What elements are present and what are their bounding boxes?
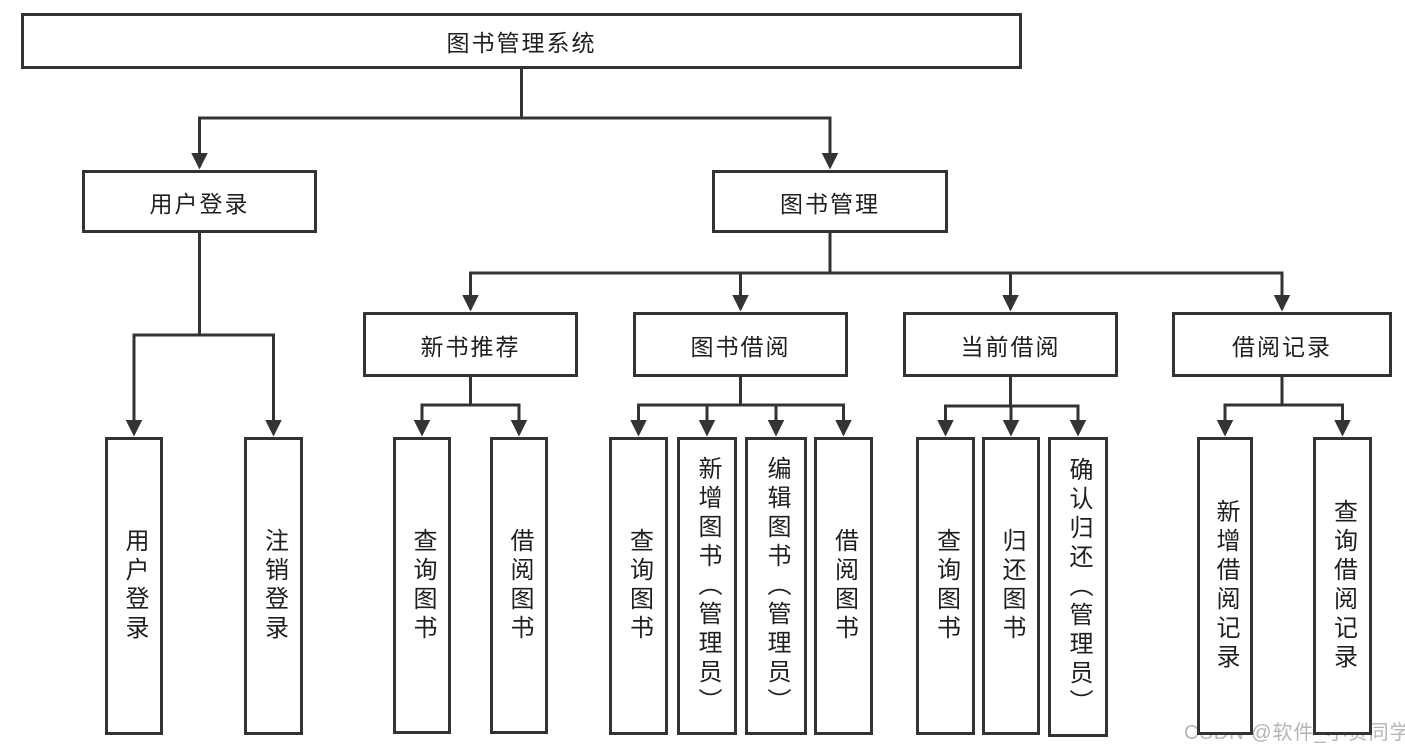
edge-rail-login [132,233,275,337]
node-login-b: 注销登录 [244,437,303,735]
node-recnew: 新书推荐 [363,312,578,377]
node-borrow-d: 借阅图书 [814,437,873,735]
node-label-recnew-a: 查询图书 [409,527,436,644]
node-records: 借阅记录 [1172,312,1392,377]
node-current-b: 归还图书 [982,437,1040,735]
node-label-borrow-b: 新增图书（管理员） [694,455,721,717]
node-label-current: 当前借阅 [960,333,1061,360]
node-label-current-b: 归还图书 [998,528,1025,644]
node-login-a: 用户登录 [105,437,163,735]
node-label-records-a: 新增借阅记录 [1212,499,1239,673]
node-label-recnew-b: 借阅图书 [506,527,533,644]
node-current: 当前借阅 [903,312,1118,377]
node-label-records-b: 查询借阅记录 [1329,499,1357,673]
node-label-mgmt: 图书管理 [780,190,880,217]
edge-rail-current [944,377,1080,408]
node-label-borrow: 图书借阅 [690,333,791,360]
node-login: 用户登录 [82,170,317,233]
node-recnew-a: 查询图书 [393,437,451,734]
node-borrow: 图书借阅 [633,312,848,377]
node-borrow-a: 查询图书 [609,437,668,735]
node-label-borrow-a: 查询图书 [625,528,653,644]
edge-rail-borrow [637,377,845,407]
node-current-c: 确认归还（管理员） [1048,437,1108,737]
node-label-login: 用户登录 [149,190,250,217]
node-borrow-b: 新增图书（管理员） [677,437,737,735]
node-current-a: 查询图书 [916,437,975,735]
node-label-login-b: 注销登录 [260,528,288,644]
node-recnew-b: 借阅图书 [490,437,548,734]
edge-rail-root [198,69,832,120]
node-records-a: 新增借阅记录 [1197,437,1253,735]
edge-rail-records [1223,377,1344,407]
node-label-root: 图书管理系统 [446,30,597,56]
node-label-current-c: 确认归还（管理员） [1065,456,1092,718]
node-label-current-a: 查询图书 [932,528,960,644]
edge-rail-recnew [420,377,521,407]
node-root: 图书管理系统 [21,13,1022,69]
node-label-records: 借阅记录 [1232,333,1332,360]
node-label-borrow-c: 编辑图书（管理员） [763,455,790,717]
node-mgmt: 图书管理 [712,170,948,233]
node-label-recnew: 新书推荐 [420,333,521,360]
node-label-borrow-d: 借阅图书 [830,528,858,644]
edge-rail-mgmt [469,233,1284,275]
node-borrow-c: 编辑图书（管理员） [745,437,807,735]
node-records-b: 查询借阅记录 [1313,437,1372,735]
node-label-login-a: 用户登录 [121,528,148,644]
